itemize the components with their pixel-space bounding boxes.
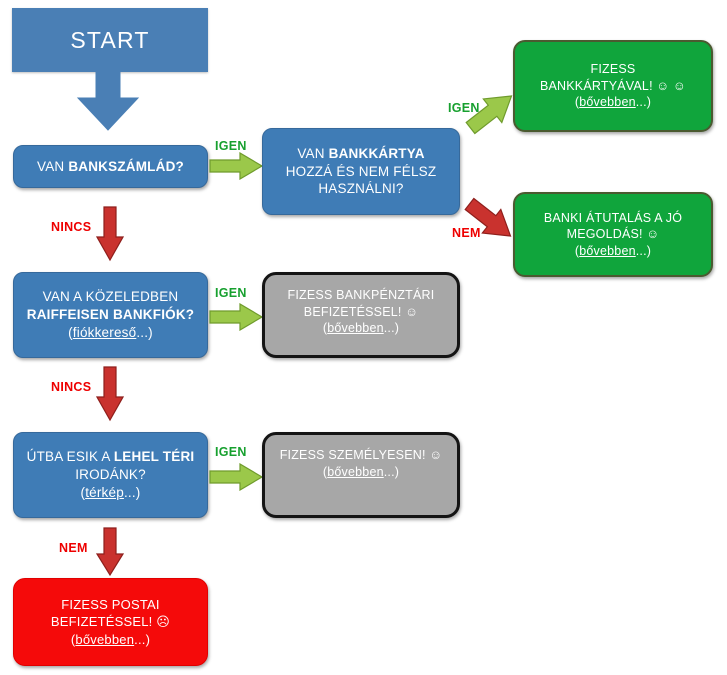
node-fizess-postai-link[interactable]: (bővebben...) xyxy=(70,631,151,647)
node-van-bankkartya-line3: HASZNÁLNI? xyxy=(318,181,404,197)
node-raiffeisen-bankfiok[interactable]: VAN A KÖZELEDBEN RAIFFEISEN BANKFIÓK? (f… xyxy=(13,272,208,358)
arrow-igen-upright-2 xyxy=(465,95,513,135)
node-van-bankszamlad-line1: VAN BANKSZÁMLÁD? xyxy=(37,158,184,174)
edge-label-nem-2: NEM xyxy=(59,541,88,555)
node-banki-atutalas-link[interactable]: (bővebben...) xyxy=(574,243,652,258)
edge-label-igen-4: IGEN xyxy=(215,445,247,459)
node-utba-esik-lehel-teri-link[interactable]: (térkép...) xyxy=(80,484,141,500)
edge-label-igen-3: IGEN xyxy=(215,286,247,300)
node-van-bankkartya-line2: HOZZÁ ÉS NEM FÉLSZ xyxy=(285,163,437,179)
node-raiffeisen-bankfiok-link[interactable]: (fiókkereső...) xyxy=(68,324,153,340)
node-fizess-bankkartyaval-line1: FIZESS xyxy=(590,62,636,77)
arrow-nem-down-2 xyxy=(96,527,124,577)
node-fizess-postai-line2: BEFIZETÉSSEL! ☹ xyxy=(50,614,171,630)
node-banki-atutalas[interactable]: BANKI ÁTUTALÁS A JÓ MEGOLDÁS! ☺ (bővebbe… xyxy=(513,192,713,277)
node-utba-esik-lehel-teri[interactable]: ÚTBA ESIK A LEHEL TÉRI IRODÁNK? (térkép.… xyxy=(13,432,208,518)
arrow-igen-right-4 xyxy=(209,463,264,491)
arrow-start-down xyxy=(76,64,140,131)
node-fizess-bankpenztari-link[interactable]: (bővebben...) xyxy=(322,321,400,335)
edge-label-nincs-1: NINCS xyxy=(51,220,92,234)
node-fizess-szemelyesen-link[interactable]: (bővebben...) xyxy=(322,464,400,479)
node-fizess-bankkartyaval-link[interactable]: (bővebben...) xyxy=(574,95,652,110)
node-raiffeisen-bankfiok-line1: VAN A KÖZELEDBEN xyxy=(42,289,179,305)
arrow-nincs-down-1 xyxy=(96,206,124,262)
node-van-bankkartya-line1: VAN BANKKÁRTYA xyxy=(297,145,425,161)
node-van-bankszamlad[interactable]: VAN BANKSZÁMLÁD? xyxy=(13,145,208,188)
arrow-nincs-down-2 xyxy=(96,366,124,422)
node-fizess-bankpenztari[interactable]: FIZESS BANKPÉNZTÁRI BEFIZETÉSSEL! ☺ (bőv… xyxy=(262,272,460,358)
node-fizess-bankpenztari-line2: BEFIZETÉSSEL! ☺ xyxy=(303,304,419,319)
node-banki-atutalas-line2: MEGOLDÁS! ☺ xyxy=(566,227,660,242)
node-utba-esik-lehel-teri-line2: IRODÁNK? xyxy=(75,467,146,483)
node-fizess-bankpenztari-line1: FIZESS BANKPÉNZTÁRI xyxy=(287,288,435,302)
node-fizess-bankkartyaval[interactable]: FIZESS BANKKÁRTYÁVAL! ☺ ☺ (bővebben...) xyxy=(513,40,713,132)
node-raiffeisen-bankfiok-line2: RAIFFEISEN BANKFIÓK? xyxy=(26,307,195,323)
node-banki-atutalas-line1: BANKI ÁTUTALÁS A JÓ xyxy=(543,210,683,225)
edge-label-nem-1: NEM xyxy=(452,226,481,240)
arrow-igen-right-1 xyxy=(209,152,264,180)
node-start[interactable]: START xyxy=(12,8,208,72)
edge-label-igen-2: IGEN xyxy=(448,101,480,115)
node-van-bankkartya[interactable]: VAN BANKKÁRTYA HOZZÁ ÉS NEM FÉLSZ HASZNÁ… xyxy=(262,128,460,215)
arrow-nem-downright-1 xyxy=(464,197,512,237)
edge-label-nincs-2: NINCS xyxy=(51,380,92,394)
edge-label-igen-1: IGEN xyxy=(215,139,247,153)
node-fizess-bankkartyaval-line2: BANKKÁRTYÁVAL! ☺ ☺ xyxy=(539,78,687,93)
arrow-igen-right-3 xyxy=(209,303,264,331)
node-fizess-szemelyesen[interactable]: FIZESS SZEMÉLYESEN! ☺ (bővebben...) xyxy=(262,432,460,518)
node-utba-esik-lehel-teri-line1: ÚTBA ESIK A LEHEL TÉRI xyxy=(26,449,195,465)
node-start-label: START xyxy=(70,26,150,53)
node-fizess-postai[interactable]: FIZESS POSTAI BEFIZETÉSSEL! ☹ (bővebben.… xyxy=(13,578,208,666)
node-fizess-szemelyesen-line1: FIZESS SZEMÉLYESEN! ☺ xyxy=(279,448,443,462)
node-fizess-postai-line1: FIZESS POSTAI xyxy=(61,597,160,613)
